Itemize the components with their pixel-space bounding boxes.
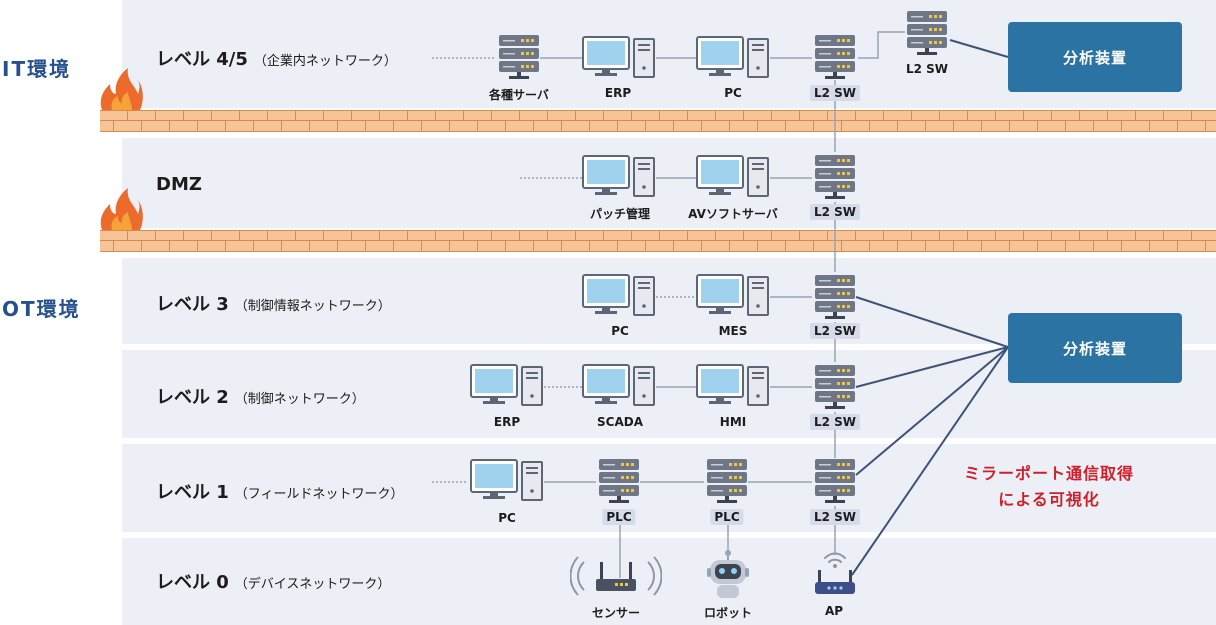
device-label-av: AVソフトサーバ — [688, 207, 778, 221]
level-subtitle: （デバイスネットワーク） — [234, 577, 391, 592]
level-45-label: レベル 4/5 （企業内ネットワーク） — [156, 45, 397, 71]
flame-icon — [100, 68, 143, 110]
level-title: DMZ — [156, 174, 202, 195]
level-subtitle: （フィールドネットワーク） — [234, 487, 404, 502]
level-title: レベル 3 — [156, 294, 229, 315]
level-3-label: レベル 3 （制御情報ネットワーク） — [156, 290, 391, 316]
monitor-icon — [696, 36, 769, 78]
device-label-l2sw: L2 SW — [809, 85, 861, 101]
flame-icon — [100, 188, 143, 230]
device-label-erp: ERP — [493, 415, 521, 429]
device-label-servers: 各種サーバ — [489, 88, 549, 102]
level-0-label: レベル 0 （デバイスネットワーク） — [156, 568, 390, 594]
device-label-l2sw-top: L2 SW — [905, 62, 949, 76]
device-label-robot: ロボット — [703, 606, 753, 620]
analyzer-box-it: 分析装置 — [1008, 22, 1182, 92]
server-rack-icon — [815, 365, 855, 409]
device-label-patch: パッチ管理 — [589, 207, 651, 221]
monitor-icon — [582, 274, 655, 316]
server-rack-icon — [499, 35, 539, 79]
monitor-icon — [582, 155, 655, 197]
device-label-sensor: センサー — [591, 606, 641, 620]
server-rack-icon — [599, 459, 639, 503]
level-title: レベル 4/5 — [156, 49, 248, 70]
server-rack-icon — [907, 11, 947, 55]
device-label-hmi: HMI — [719, 415, 747, 429]
level-title: レベル 0 — [156, 572, 229, 593]
device-label-mes: MES — [718, 324, 748, 338]
it-environment-label: IT環境 — [2, 57, 72, 81]
device-label-ap: AP — [824, 604, 844, 618]
monitor-icon — [696, 274, 769, 316]
level-2-label: レベル 2 （制御ネットワーク） — [156, 383, 365, 409]
firewall-wall-1 — [100, 110, 1216, 132]
device-label-pc: PC — [611, 324, 629, 338]
firewall-wall-2 — [100, 230, 1216, 252]
level-0-band — [122, 538, 1216, 625]
level-1-band — [122, 444, 1216, 532]
server-rack-icon — [707, 459, 747, 503]
server-rack-icon — [815, 275, 855, 319]
level-subtitle: （制御情報ネットワーク） — [234, 299, 391, 314]
device-label-erp: ERP — [604, 86, 632, 100]
dmz-band — [122, 138, 1216, 228]
dmz-label: DMZ — [156, 174, 202, 195]
server-rack-icon — [815, 459, 855, 503]
level-subtitle: （企業内ネットワーク） — [253, 54, 397, 69]
monitor-icon — [470, 364, 543, 406]
wireless-sensor-icon — [570, 556, 662, 596]
server-rack-icon — [815, 155, 855, 199]
wireless-ap-icon — [815, 552, 855, 594]
ot-environment-label: OT環境 — [2, 297, 81, 321]
device-label-plc: PLC — [602, 509, 636, 525]
monitor-icon — [696, 364, 769, 406]
device-label-plc: PLC — [710, 509, 744, 525]
monitor-icon — [582, 364, 655, 406]
device-label-l2sw: L2 SW — [809, 414, 861, 430]
device-label-pc: PC — [724, 86, 742, 100]
monitor-icon — [582, 36, 655, 78]
level-1-label: レベル 1 （フィールドネットワーク） — [156, 478, 404, 504]
robot-icon — [707, 550, 749, 598]
device-label-l2sw: L2 SW — [809, 509, 861, 525]
monitor-icon — [696, 155, 769, 197]
device-label-pc: PC — [498, 511, 516, 525]
level-subtitle: （制御ネットワーク） — [234, 392, 365, 407]
note-line-2: による可視化 — [998, 490, 1100, 509]
level-title: レベル 1 — [156, 482, 229, 503]
device-label-scada: SCADA — [597, 415, 643, 429]
mirror-port-note: ミラーポート通信取得 による可視化 — [938, 461, 1160, 513]
server-rack-icon — [815, 35, 855, 79]
device-label-l2sw: L2 SW — [809, 323, 861, 339]
device-label-l2sw: L2 SW — [809, 204, 861, 220]
note-line-1: ミラーポート通信取得 — [963, 464, 1134, 483]
analyzer-box-ot: 分析装置 — [1008, 313, 1182, 383]
level-title: レベル 2 — [156, 387, 229, 408]
monitor-icon — [470, 459, 543, 501]
